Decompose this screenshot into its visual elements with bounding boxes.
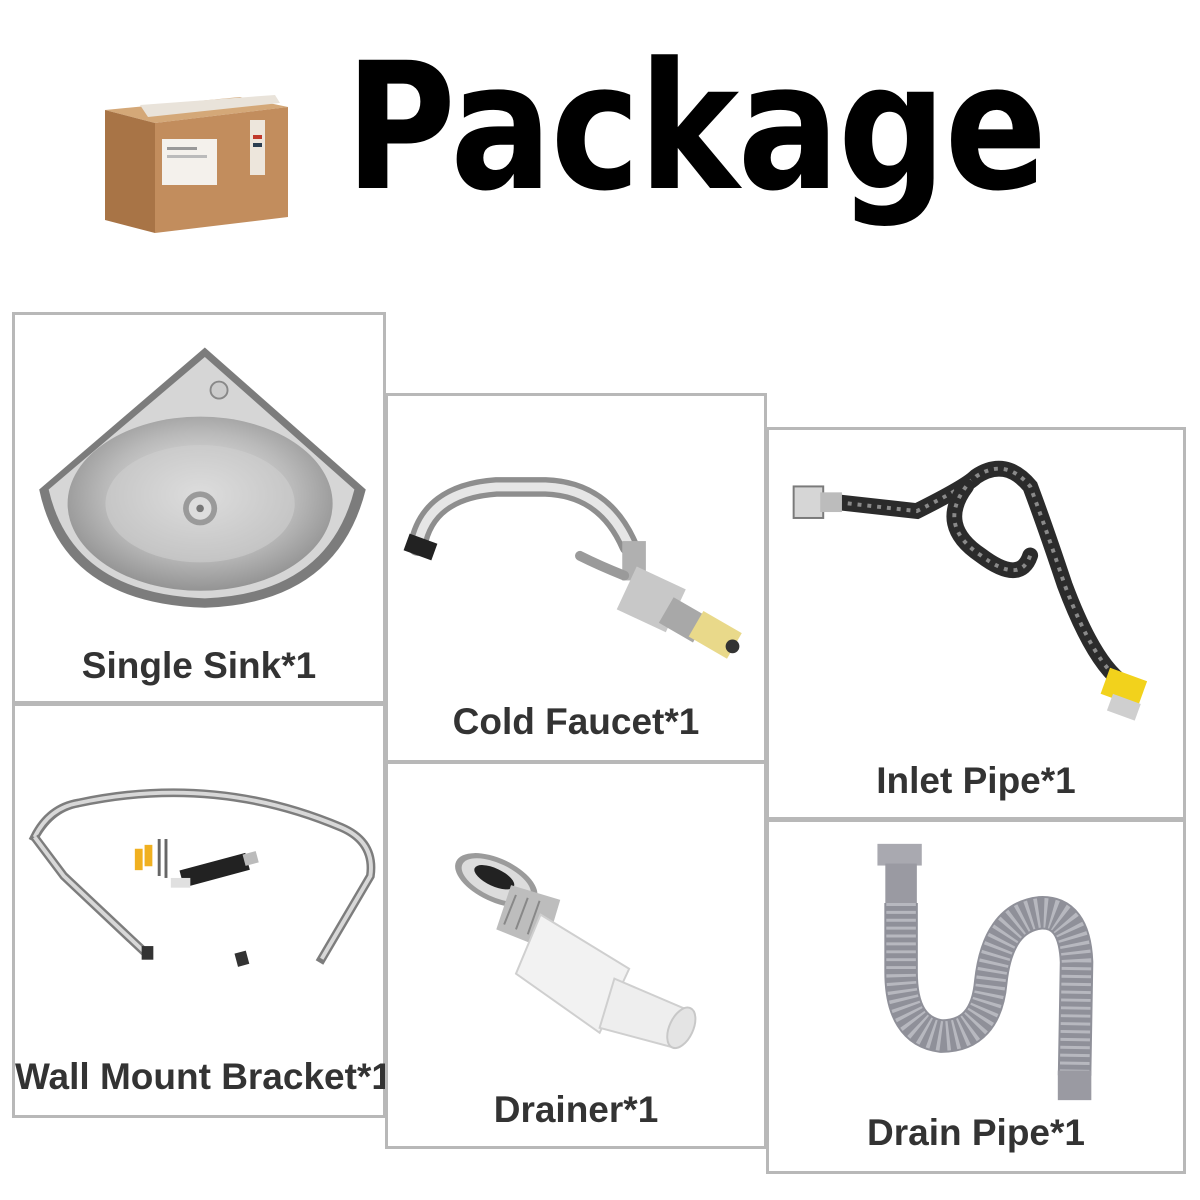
faucet-icon <box>403 477 742 659</box>
item-label: Wall Mount Bracket*1 <box>15 1056 392 1097</box>
cardboard-box-icon <box>105 95 288 233</box>
item-label: Drain Pipe*1 <box>867 1112 1085 1153</box>
item-card-drainpipe: Drain Pipe*1 <box>766 819 1186 1174</box>
drain-pipe-icon <box>877 843 1094 1101</box>
item-card-faucet: Cold Faucet*1 <box>385 393 767 763</box>
item-label: Inlet Pipe*1 <box>876 760 1076 801</box>
item-card-drainer: Drainer*1 <box>385 761 767 1149</box>
item-card-bracket: Wall Mount Bracket*1 <box>12 703 392 1118</box>
item-label: Cold Faucet*1 <box>452 701 700 742</box>
item-card-sink: Single Sink*1 <box>12 312 386 704</box>
item-card-inlet: Inlet Pipe*1 <box>766 427 1186 820</box>
item-label: Drainer*1 <box>493 1089 659 1130</box>
page-title: Package <box>345 25 1047 230</box>
item-label: Single Sink*1 <box>81 645 317 686</box>
corner-sink-icon <box>39 347 366 608</box>
drainer-icon <box>455 853 697 1050</box>
braided-hose-icon <box>792 460 1148 721</box>
header: Package <box>0 0 1200 290</box>
bracket-icon <box>28 788 376 967</box>
